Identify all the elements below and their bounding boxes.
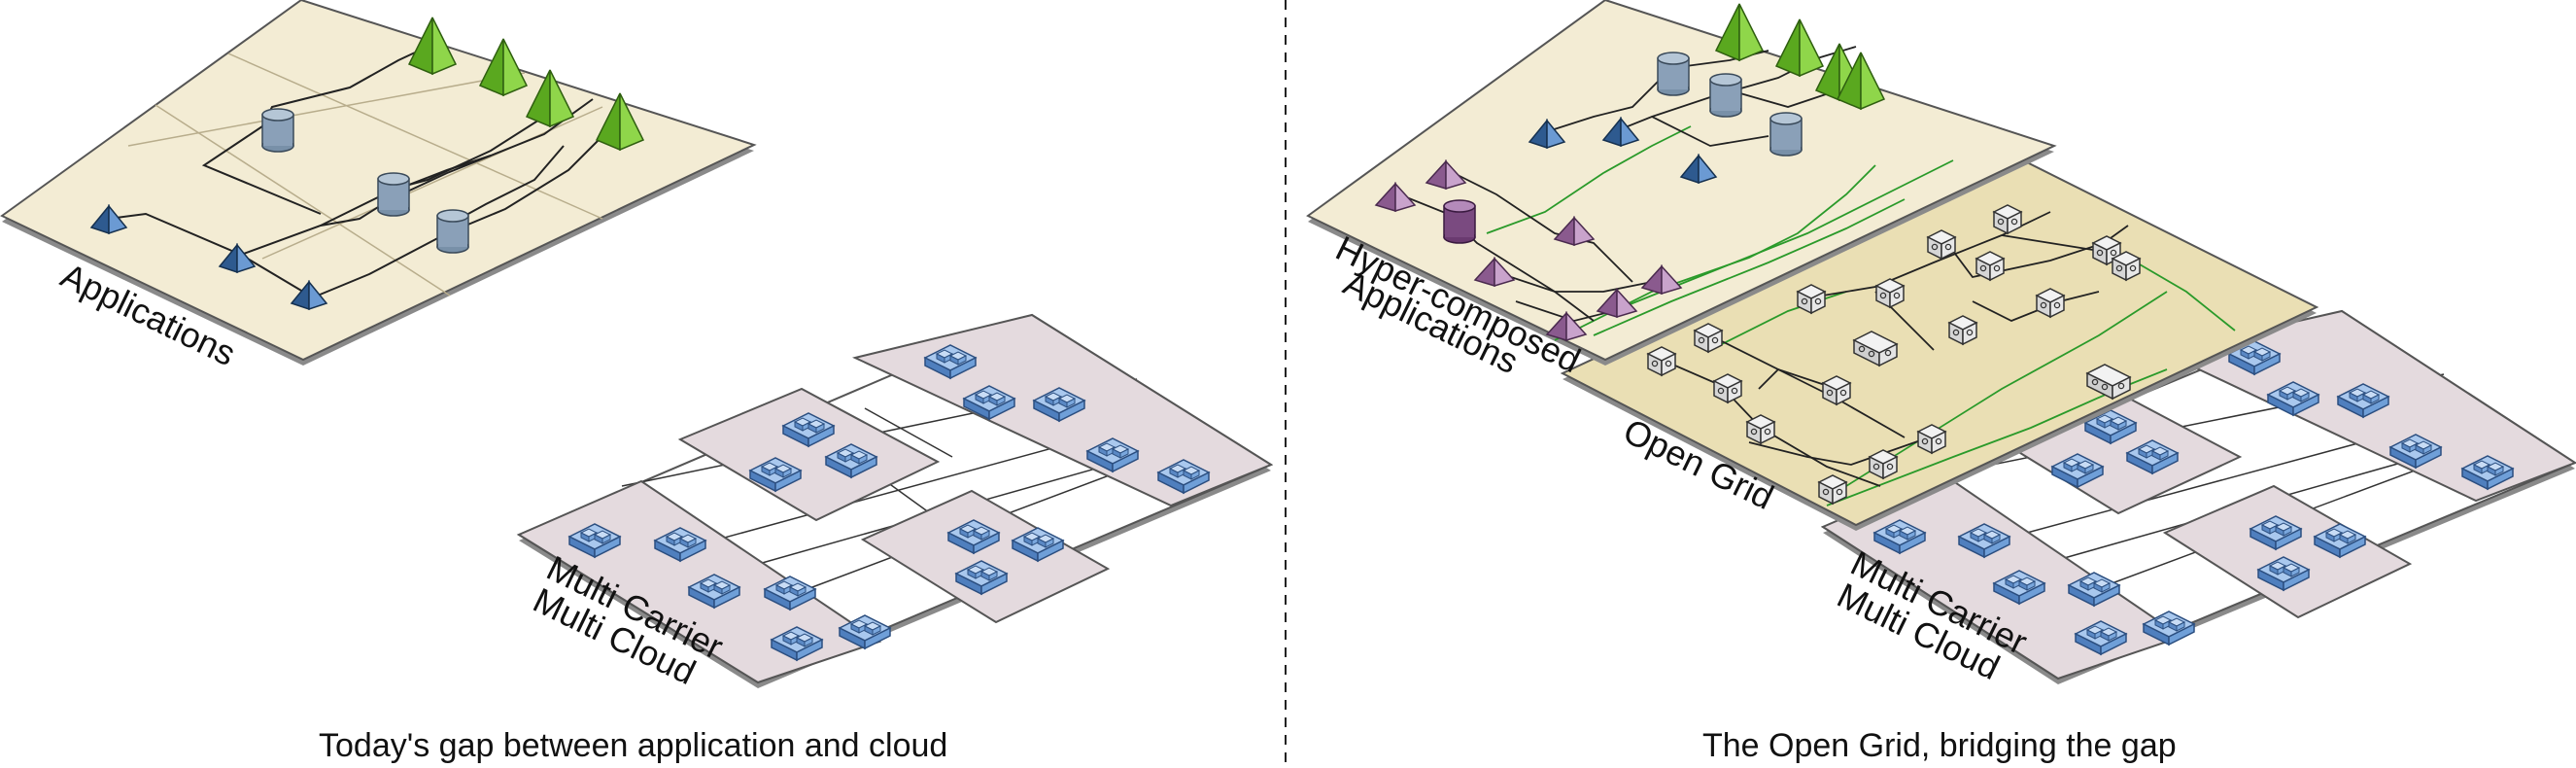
left-applications-layer	[0, 0, 757, 366]
left-caption: Today's gap between application and clou…	[319, 727, 948, 764]
right-open-grid-layer	[1560, 157, 2319, 531]
right-hyper-applications-layer	[1306, 0, 2057, 366]
right-caption: The Open Grid, bridging the gap	[1702, 727, 2177, 764]
left-cloud-layer	[516, 313, 1274, 688]
right-cloud-layer	[1820, 309, 2576, 684]
